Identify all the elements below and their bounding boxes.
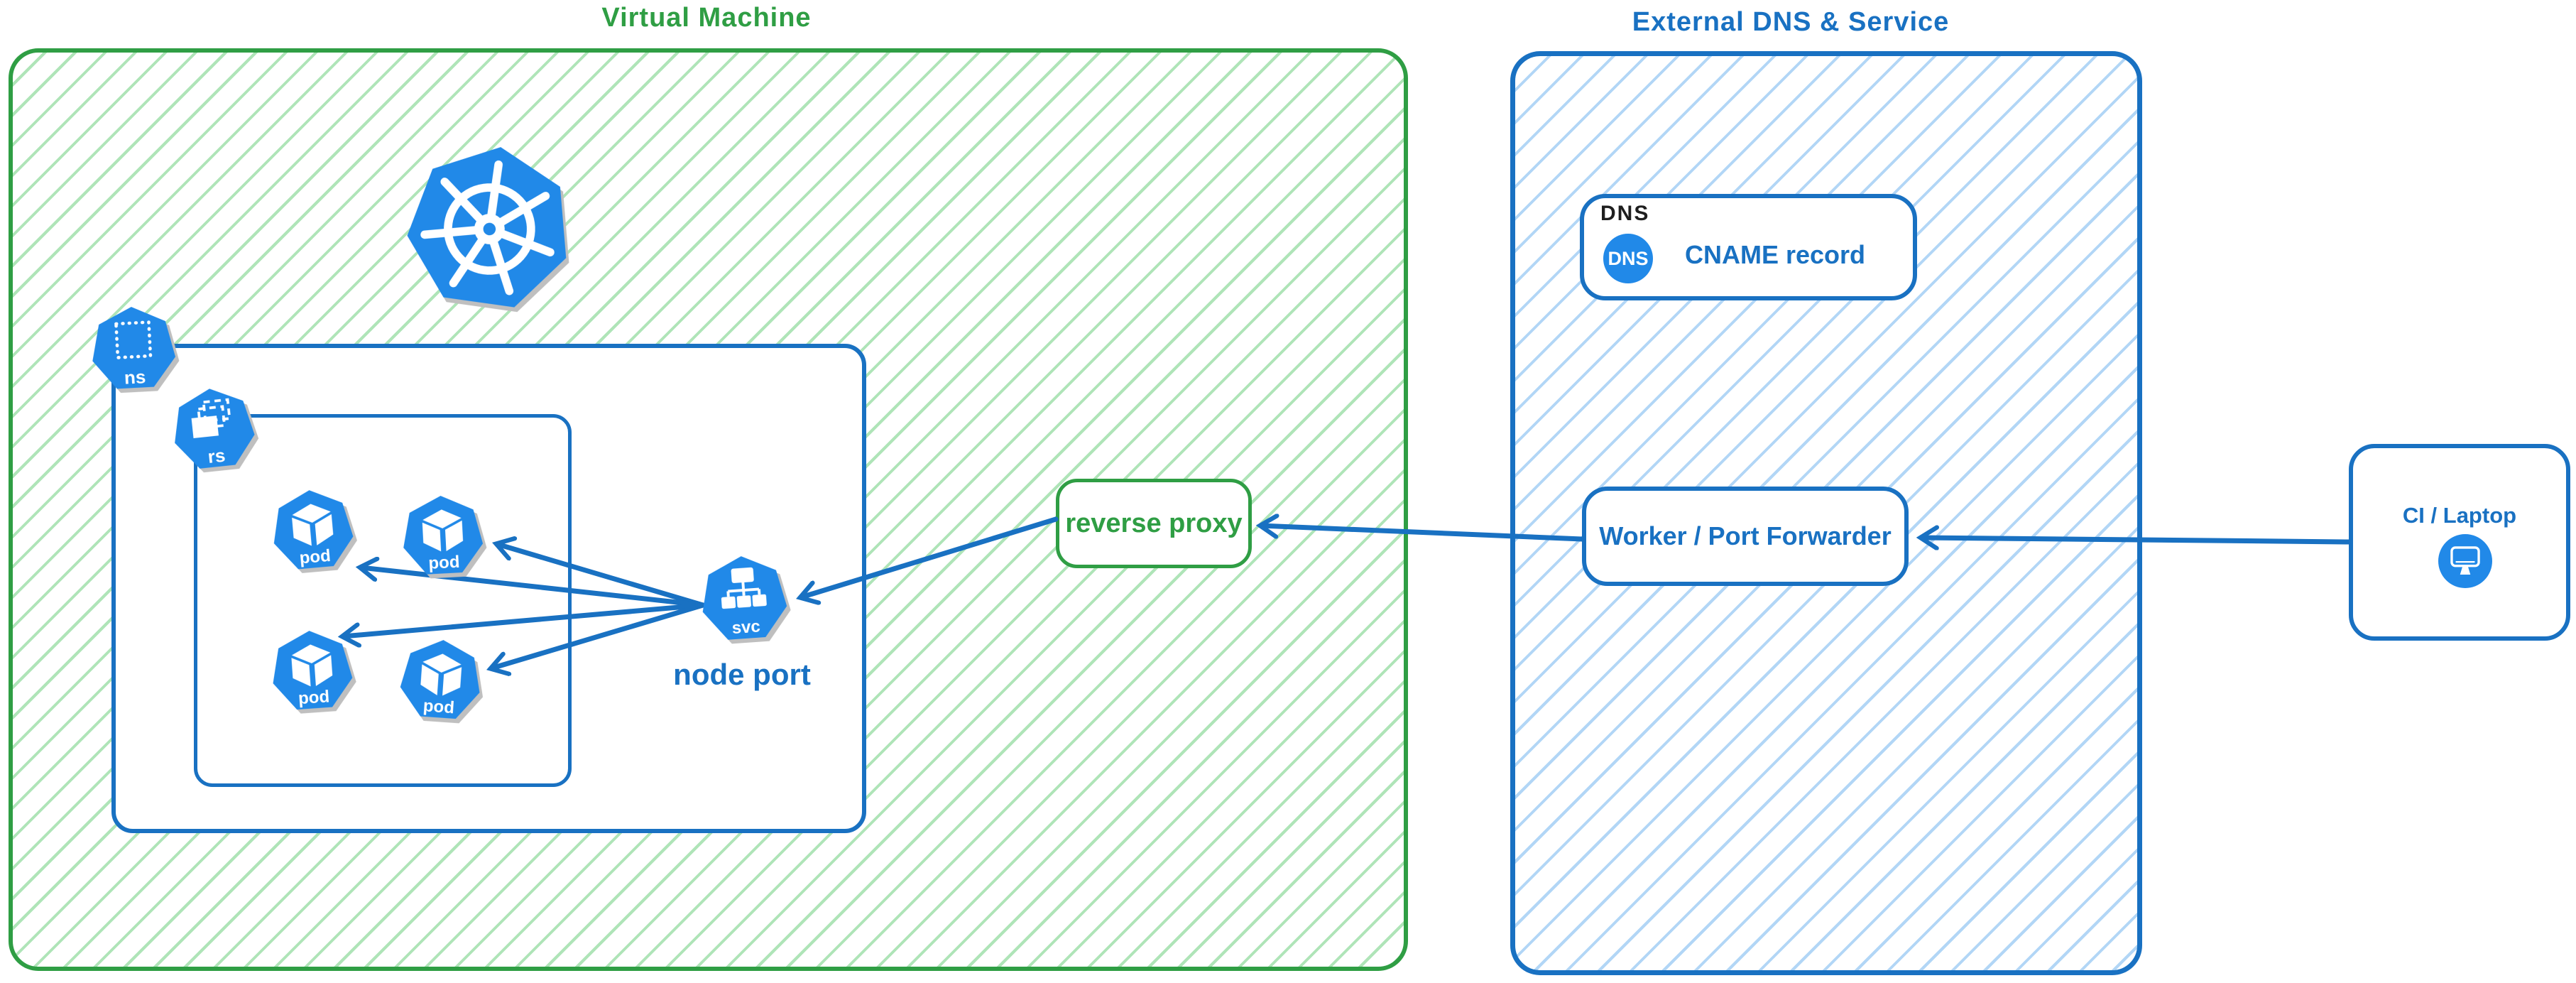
cube-glyph xyxy=(413,646,469,702)
pod-heptagon: pod xyxy=(268,487,357,575)
monitor-glyph xyxy=(2450,546,2480,575)
cname-record-label: CNAME record xyxy=(1684,240,1866,269)
pod-icon-label: pod xyxy=(298,545,332,568)
cube-glyph xyxy=(284,637,340,693)
namespace-heptagon: ns xyxy=(89,305,178,394)
reverse-proxy-label: reverse proxy xyxy=(1065,508,1243,538)
kubernetes-wheel-glyph xyxy=(411,151,567,307)
node-port-label: node port xyxy=(673,658,811,691)
dns-tag-label: DNS xyxy=(1600,202,1650,225)
ci-laptop-label: CI / Laptop xyxy=(2402,503,2517,528)
service-icon: svc xyxy=(698,553,790,646)
pod-heptagon: pod xyxy=(268,628,356,715)
service-icon-label: svc xyxy=(731,617,761,639)
external-dns-title: External DNS & Service xyxy=(1632,7,1950,37)
pod-icon-label: pod xyxy=(298,687,330,709)
pod-icon-3: pod xyxy=(268,628,356,715)
namespace-icon-label: ns xyxy=(124,365,146,389)
replicaset-icon-label: rs xyxy=(207,444,227,467)
worker-label: Worker / Port Forwarder xyxy=(1599,521,1892,550)
replicaset-box xyxy=(194,414,572,787)
dns-icon: DNS xyxy=(1603,234,1653,283)
pod-heptagon: pod xyxy=(400,494,486,580)
dns-icon-label: DNS xyxy=(1608,247,1649,269)
pod-icon-4: pod xyxy=(397,637,484,724)
service-tree-glyph xyxy=(714,563,773,622)
replicaset-icon: rs xyxy=(168,384,258,474)
pod-icon-2: pod xyxy=(400,494,486,580)
dotted-square-glyph xyxy=(104,314,162,371)
pod-icon-label: pod xyxy=(427,552,461,574)
pod-icon-label: pod xyxy=(422,696,455,718)
pod-heptagon: pod xyxy=(397,637,484,724)
worker-port-forwarder-node: Worker / Port Forwarder xyxy=(1582,487,1909,586)
reverse-proxy-node: reverse proxy xyxy=(1056,479,1252,568)
replicaset-heptagon: rs xyxy=(168,384,258,474)
monitor-icon xyxy=(2438,534,2492,588)
kubernetes-heptagon xyxy=(396,136,582,322)
cube-glyph xyxy=(415,503,469,558)
namespace-icon: ns xyxy=(89,305,178,394)
stacked-rects-glyph xyxy=(184,394,242,452)
kubernetes-logo-icon xyxy=(396,136,582,322)
virtual-machine-title: Virtual Machine xyxy=(601,3,812,33)
service-heptagon: svc xyxy=(698,553,790,646)
cube-glyph xyxy=(284,496,341,553)
pod-icon-1: pod xyxy=(268,487,357,575)
